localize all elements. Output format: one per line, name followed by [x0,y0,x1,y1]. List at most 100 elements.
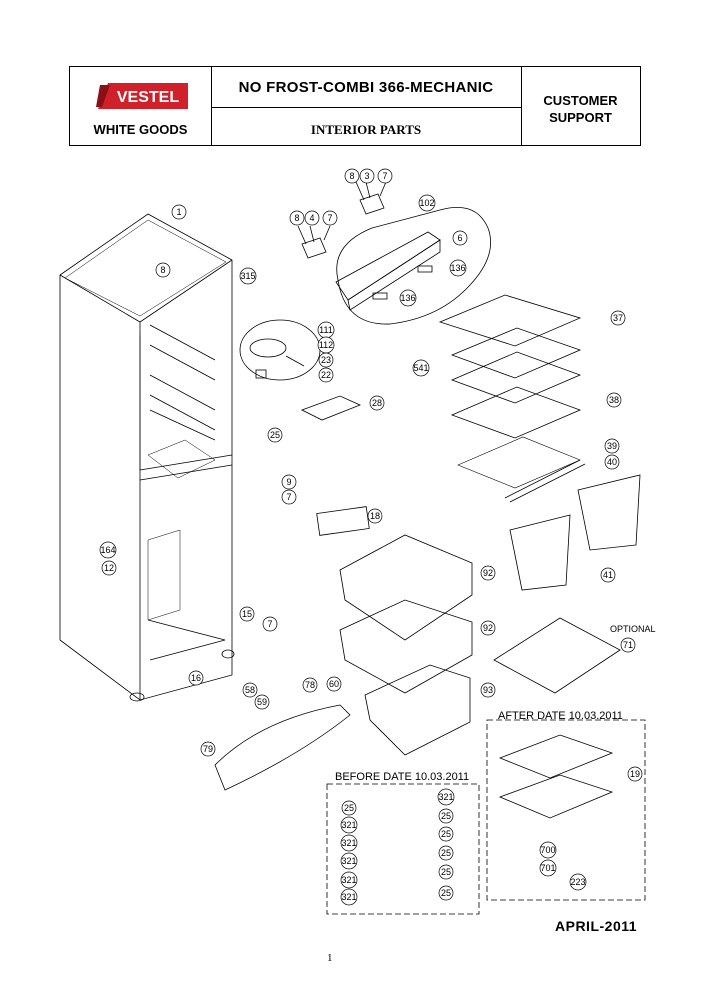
part-number: 93 [483,685,493,695]
title-block: VESTEL WHITE GOODS NO FROST-COMBI 366-ME… [69,66,641,146]
brand-name: VESTEL [117,89,179,106]
part-callout: 92 [480,620,496,636]
part-callout: 111 [317,321,335,339]
part-number: 136 [400,293,415,303]
part-number: 321 [341,820,356,830]
part-callout: 37 [610,310,626,326]
part-number: 28 [372,398,382,408]
glass-panel [498,774,614,819]
part-callout: 7 [377,168,393,184]
part-callout: 6 [452,230,468,246]
part-callout: 25 [438,826,454,842]
page-number: 1 [327,952,333,964]
hinge-top-1 [355,181,387,215]
part-callout: 39 [604,438,620,454]
glass-panel [498,734,614,779]
part-callout: 4 [304,210,320,226]
part-callout: 321 [340,816,358,834]
part-number: 541 [413,363,428,373]
part-callout: 59 [254,694,270,710]
door-bins [509,474,641,591]
part-callout: 136 [399,289,417,307]
part-number: 7 [267,619,272,629]
part-callout: 315 [239,267,257,285]
part-number: 321 [341,875,356,885]
vestel-logo: VESTEL [96,83,188,109]
part-callout: 321 [340,852,358,870]
part-callout: 41 [600,567,616,583]
part-callout: 38 [606,392,622,408]
after-date-box [486,719,646,901]
dept-cell: CUSTOMER SUPPORT [521,67,640,145]
foot [129,692,145,702]
part-callout: 40 [604,454,620,470]
before-date-box [326,783,480,915]
dept-label: CUSTOMER SUPPORT [521,92,640,126]
part-callout: 22 [318,367,334,383]
part-callout: 321 [437,788,455,806]
cabinet [59,213,233,701]
part-number: 92 [483,623,493,633]
part-callout: 12 [101,560,117,576]
after-date-note: AFTER DATE 10.03.2011 [498,710,623,722]
part-callout: 8 [289,210,305,226]
part-callout: 19 [627,766,643,782]
part-number: 79 [203,744,213,754]
part-callout: 8 [155,262,171,278]
part-number: 111 [319,325,333,335]
part-number: 223 [570,877,585,887]
part-number: 15 [242,609,252,619]
part-number: 8 [349,171,354,181]
part-number: 38 [609,395,619,405]
part-number: 315 [240,271,255,281]
part-number: 7 [286,492,291,502]
part-number: 22 [321,370,331,380]
part-number: 6 [457,233,462,243]
part-number: 102 [419,198,434,208]
part-number: 18 [370,511,380,521]
dept-line-1: CUSTOMER [543,93,618,108]
part-callout: 28 [369,395,385,411]
part-number: 23 [321,355,331,365]
part-callout: 25 [438,885,454,901]
part-number: 321 [341,838,356,848]
part-number: 321 [341,892,356,902]
part-callout: 223 [569,873,587,891]
part-number: 7 [382,171,387,181]
part-callout: 164 [99,541,117,559]
part-number: 19 [630,769,640,779]
part-callout: 701 [539,859,557,877]
part-number: 701 [540,863,555,873]
part-number: 4 [309,213,314,223]
part-callout: 3 [359,168,375,184]
part-callout: 78 [302,677,318,693]
part-number: 8 [294,213,299,223]
part-callout: 93 [480,682,496,698]
section-title: INTERIOR PARTS [310,122,422,137]
part-number: 321 [438,792,453,802]
part-callout: 25 [438,808,454,824]
part-callout: 15 [239,606,255,622]
part-callout: 25 [341,800,357,816]
part-callout: 7 [322,210,338,226]
part-number: 1 [176,207,181,217]
part-number: 321 [341,856,356,866]
part-number: 3 [364,171,369,181]
part-number: 16 [191,673,201,683]
part-number: 9 [286,477,291,487]
part-number: 25 [441,867,451,877]
part-callout: 112 [317,336,335,354]
optional-note: OPTIONAL [610,624,656,634]
part-callout: 58 [242,682,258,698]
part-number: 25 [441,829,451,839]
division-label: WHITE GOODS [93,122,188,137]
part-callout: 16 [188,670,204,686]
part-callout: 700 [539,841,557,859]
lamp-cover [300,395,362,421]
title-cell: NO FROST-COMBI 366-MECHANIC INTERIOR PAR… [211,67,522,145]
part-number: 136 [450,263,465,273]
ice-tray [316,506,370,536]
model-title: NO FROST-COMBI 366-MECHANIC [238,79,494,96]
dept-line-2: SUPPORT [549,110,612,125]
